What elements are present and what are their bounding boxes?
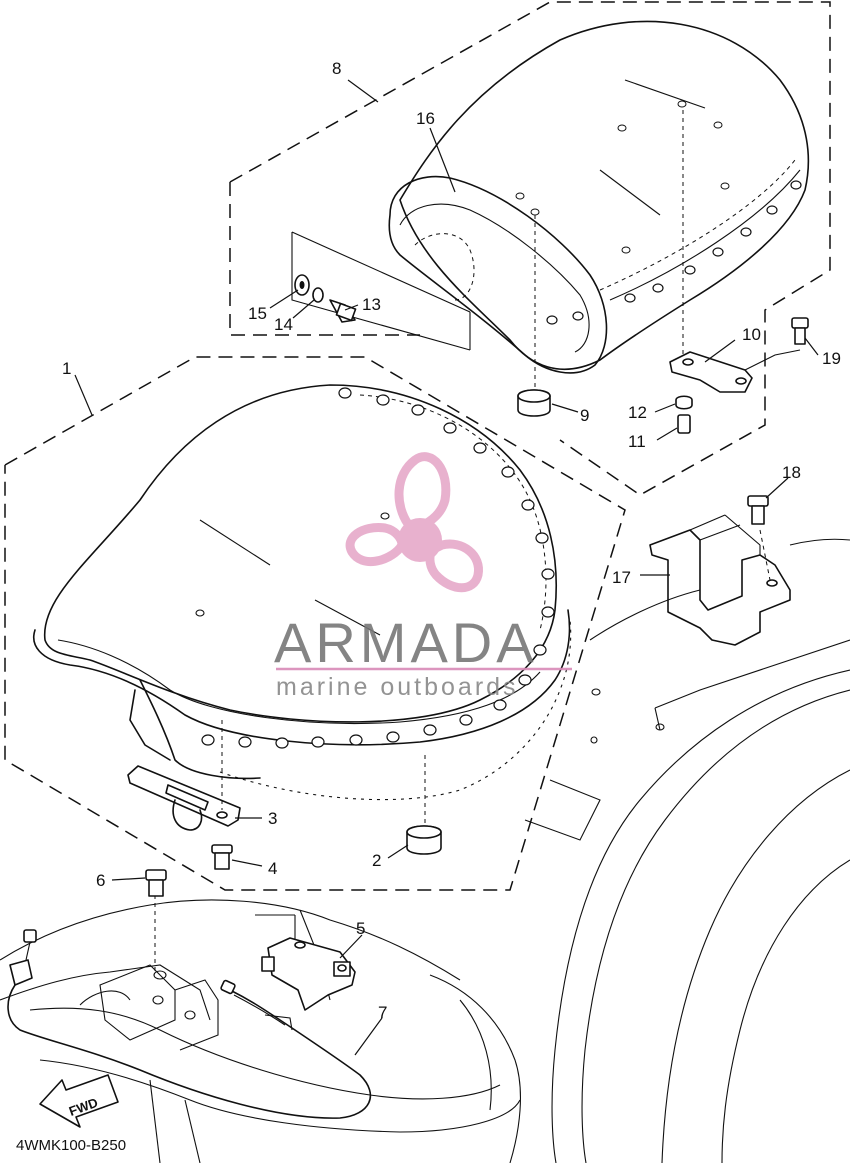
part-labels: 8 16 15 14 13 10 19 9 12 11 1 18 17 3 4 … <box>62 59 841 1022</box>
rear-seat-group-boundary <box>229 1 831 496</box>
part-label-7: 7 <box>378 1003 387 1022</box>
part-label-12: 12 <box>628 403 647 422</box>
frame-outline <box>0 895 521 1163</box>
part-label-18: 18 <box>782 463 801 482</box>
front-seat-group-boundary <box>4 356 626 891</box>
front-seat <box>33 384 572 801</box>
part-label-11: 11 <box>628 432 646 451</box>
seat-switch-5 <box>255 914 356 1011</box>
part-label-6: 6 <box>96 871 105 890</box>
part-label-17: 17 <box>612 568 631 587</box>
part-label-8: 8 <box>332 59 341 78</box>
rear-seat-hardware <box>291 231 471 351</box>
part-label-16: 16 <box>416 109 435 128</box>
part-label-1: 1 <box>62 359 71 378</box>
seat-bolt-4 <box>211 844 233 870</box>
seat-cable-7 <box>7 929 372 1119</box>
part-label-5: 5 <box>356 919 365 938</box>
part-label-14: 14 <box>274 315 293 334</box>
watermark-brand: ARMADA <box>274 611 538 674</box>
rear-bracket-10 <box>669 110 809 434</box>
part-label-4: 4 <box>268 859 277 878</box>
part-label-3: 3 <box>268 809 277 828</box>
part-label-19: 19 <box>822 349 841 368</box>
watermark-tagline: marine outboards <box>276 673 519 701</box>
part-label-9: 9 <box>580 406 589 425</box>
leader-lines <box>74 79 819 1056</box>
bolt-6 <box>145 869 167 897</box>
damper-2 <box>406 755 442 855</box>
propeller-logo-icon <box>345 452 483 593</box>
part-label-13: 13 <box>362 295 381 314</box>
watermark: ARMADA marine outboards <box>274 452 572 701</box>
damper-9 <box>517 215 551 417</box>
seat-hook-plate-3 <box>127 720 241 831</box>
mount-bracket-17 <box>649 495 791 646</box>
rear-seat <box>388 20 810 374</box>
part-label-10: 10 <box>742 325 761 344</box>
fender-outline <box>524 538 850 1163</box>
drawing-code: 4WMK100-B250 <box>16 1137 126 1154</box>
part-label-2: 2 <box>372 851 381 870</box>
part-label-15: 15 <box>248 304 267 323</box>
forward-arrow: FWD <box>39 1074 119 1128</box>
